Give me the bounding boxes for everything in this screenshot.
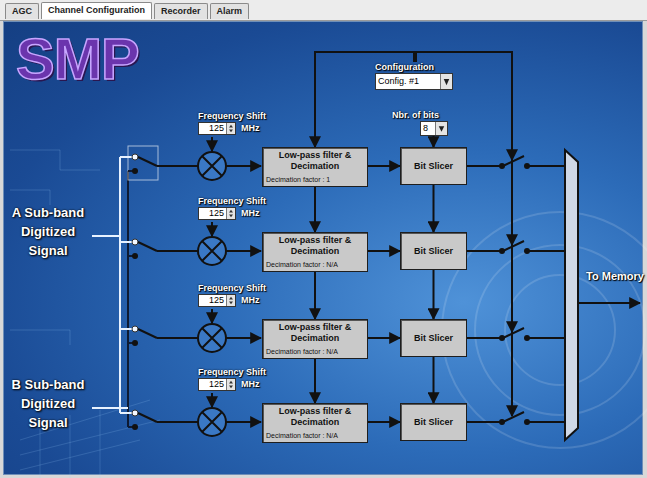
tab-label: Recorder — [154, 3, 208, 19]
field-value: 125 — [199, 208, 226, 219]
unit-label: MHz — [241, 295, 260, 305]
field-label: Frequency Shift — [198, 367, 274, 378]
filter-block: Low-pass filter & DecimationDecimation f… — [262, 232, 368, 272]
output-switches — [414, 52, 640, 440]
input-label: A Sub-band Digitized Signal — [6, 203, 90, 260]
unit-label: MHz — [241, 123, 260, 133]
block-title: Low-pass filter & Decimation — [266, 406, 364, 428]
spinner-arrows — [226, 123, 235, 134]
field-label: Frequency Shift — [198, 111, 274, 122]
decimation-factor: Decimation factor : N/A — [266, 260, 364, 269]
field-label: Frequency Shift — [198, 196, 274, 207]
decimation-factor: Decimation factor : 1 — [266, 175, 364, 184]
frequency-spinner: Frequency Shift125 — [198, 283, 274, 307]
spinner-arrows — [226, 208, 235, 219]
dropdown-button — [440, 74, 452, 89]
input-box: 125 — [198, 294, 236, 307]
background-decoration — [10, 150, 647, 478]
mixer-symbol — [198, 237, 226, 265]
dropdown-button — [435, 122, 447, 135]
input-box: 125 — [198, 122, 236, 135]
mixer-symbol — [198, 408, 226, 436]
field-value: 125 — [199, 379, 226, 390]
input-buses — [92, 146, 158, 427]
unit-label: MHz — [241, 208, 260, 218]
block-title: Low-pass filter & Decimation — [266, 150, 364, 172]
field-label: Configuration — [375, 62, 457, 73]
decimation-factor: Decimation factor : N/A — [266, 347, 364, 356]
signal-connector — [368, 337, 400, 339]
signal-connector — [314, 359, 316, 403]
block-title: Low-pass filter & Decimation — [266, 235, 364, 257]
channel-wiring — [120, 137, 565, 436]
decimation-factor: Decimation factor : N/A — [266, 431, 364, 440]
block-title: Bit Slicer — [414, 333, 453, 344]
signal-connector — [433, 185, 435, 232]
field-value: 8 — [421, 123, 435, 134]
field-label: Frequency Shift — [198, 283, 274, 294]
tab-label: AGC — [5, 3, 39, 19]
input-box: 125 — [198, 207, 236, 220]
input-box: 8 — [420, 121, 448, 136]
mixer-symbol — [198, 152, 226, 180]
frequency-spinner: Frequency Shift125 — [198, 196, 274, 220]
field-label: Nbr. of bits — [392, 110, 472, 121]
field-value: 125 — [199, 295, 226, 306]
filter-block: Low-pass filter & DecimationDecimation f… — [262, 403, 368, 443]
signal-connector — [368, 421, 400, 423]
signal-connector — [433, 136, 435, 147]
field-value: Config. #1 — [376, 76, 440, 87]
bit-slicer-block: Bit Slicer — [400, 319, 467, 357]
block-title: Low-pass filter & Decimation — [266, 322, 364, 344]
filter-block: Low-pass filter & DecimationDecimation f… — [262, 319, 368, 359]
frequency-spinner: Frequency Shift125 — [198, 111, 274, 135]
mixer-symbol — [198, 324, 226, 352]
bits-dropdown: Nbr. of bits 8 — [392, 110, 472, 136]
input-box: 125 — [198, 378, 236, 391]
spinner-arrows — [226, 379, 235, 390]
field-value: 125 — [199, 123, 226, 134]
input-box: Config. #1 — [375, 73, 453, 90]
signal-connector — [433, 270, 435, 319]
signal-connector — [433, 357, 435, 403]
configuration-dropdown: ConfigurationConfig. #1 — [375, 62, 457, 90]
bit-slicer-block: Bit Slicer — [400, 403, 467, 441]
input-label: B Sub-band Digitized Signal — [6, 375, 90, 432]
signal-connector — [368, 250, 400, 252]
output-label: To Memory — [586, 268, 644, 285]
filter-block: Low-pass filter & DecimationDecimation f… — [262, 147, 368, 187]
bit-slicer-block: Bit Slicer — [400, 232, 467, 270]
block-title: Bit Slicer — [414, 246, 453, 257]
block-title: Bit Slicer — [414, 417, 453, 428]
unit-label: MHz — [241, 379, 260, 389]
logo-text: SMP — [16, 30, 139, 88]
spinner-arrows — [226, 295, 235, 306]
tab-label: Alarm — [210, 3, 250, 19]
bit-slicer-block: Bit Slicer — [400, 147, 467, 185]
block-title: Bit Slicer — [414, 161, 453, 172]
signal-connector — [314, 272, 316, 319]
signal-connector — [314, 187, 316, 232]
tab-label: Channel Configuration — [41, 2, 152, 19]
frequency-spinner: Frequency Shift125 — [198, 367, 274, 391]
signal-connector — [368, 165, 400, 167]
